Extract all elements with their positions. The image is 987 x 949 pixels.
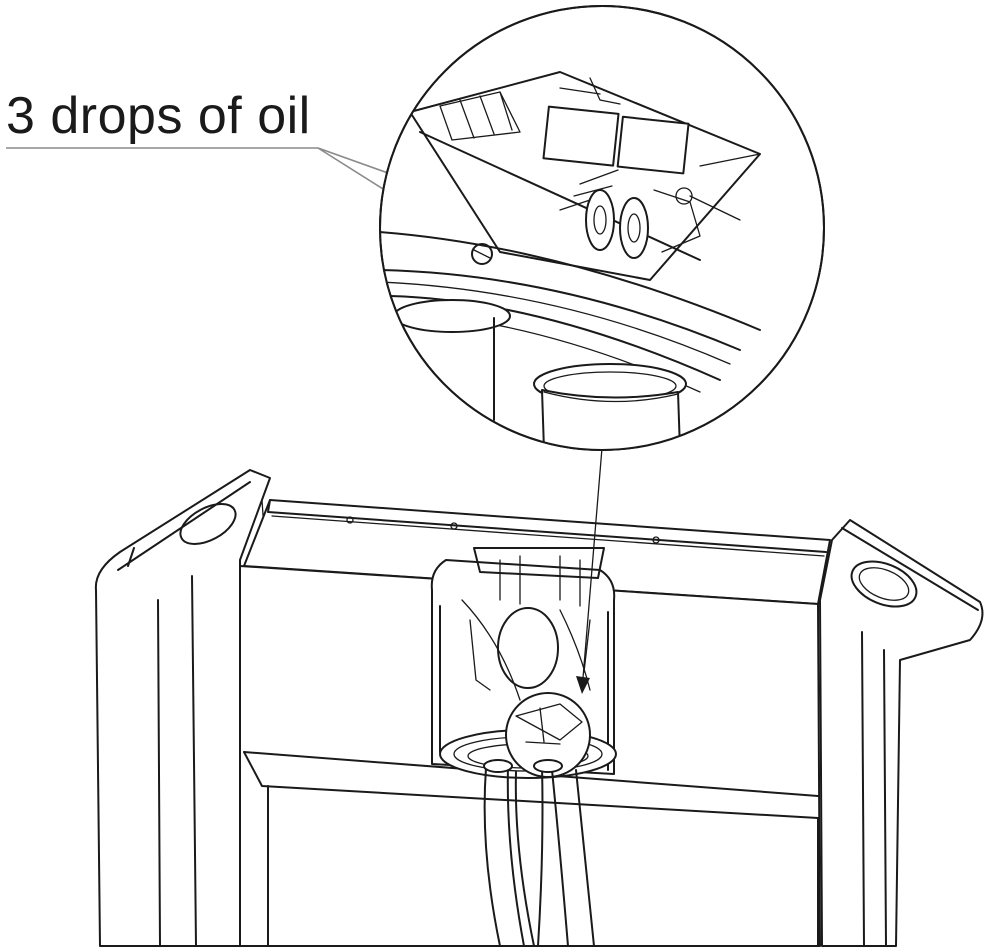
right-upright (819, 519, 984, 947)
callout-label: 3 drops of oil (6, 87, 311, 145)
magnified-detail (379, 5, 825, 451)
cables (483, 759, 595, 947)
detail-pointer (576, 447, 603, 694)
callout-leader (6, 147, 431, 207)
